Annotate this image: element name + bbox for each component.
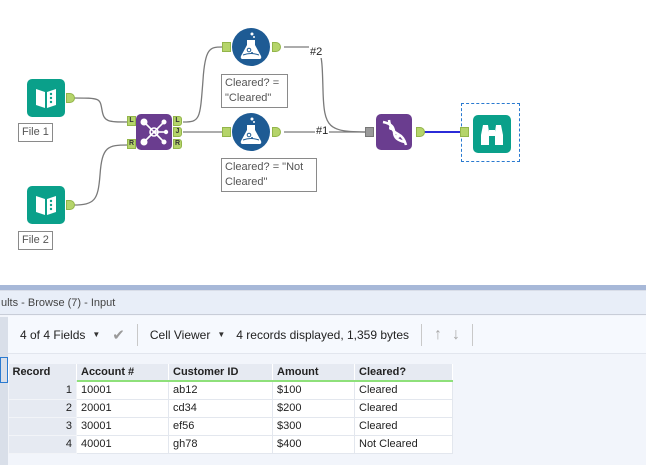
record-number: 4 (8, 434, 77, 454)
input-data-tool-2[interactable] (27, 186, 65, 224)
join-tool[interactable] (136, 114, 172, 150)
cell-cleared[interactable]: Cleared (354, 380, 453, 400)
cell-amount[interactable]: $100 (272, 380, 355, 400)
connection-wires (72, 46, 460, 206)
wire-order-label: #1 (315, 125, 330, 137)
join-output-anchor-join[interactable]: J (173, 127, 182, 137)
fields-dropdown[interactable]: 4 of 4 Fields ▼ (20, 328, 100, 342)
book-icon (36, 89, 56, 108)
toolbar-divider (136, 323, 138, 346)
toolbar-divider (421, 323, 423, 346)
flask-icon (240, 117, 262, 144)
arrow-down-icon[interactable]: ↓ (452, 325, 461, 343)
binoculars-icon (481, 125, 503, 145)
cell-cleared[interactable]: Cleared (354, 416, 453, 436)
input-data-tool-1[interactable] (27, 79, 65, 117)
join-output-anchor-left[interactable]: L (173, 116, 182, 126)
cell-account[interactable]: 40001 (76, 434, 169, 454)
fields-label: 4 of 4 Fields (20, 327, 86, 342)
input-anchor[interactable] (460, 127, 469, 137)
wire-input1-join (72, 97, 129, 123)
results-side-strip (0, 317, 8, 465)
wire-formula1-union (284, 46, 368, 133)
side-tab[interactable] (0, 357, 8, 383)
output-anchor[interactable] (272, 42, 281, 52)
results-toolbar: 4 of 4 Fields ▼ ✔ Cell Viewer ▼ 4 record… (8, 316, 646, 354)
column-header[interactable]: Account # (76, 364, 169, 382)
cell-cleared[interactable]: Not Cleared (354, 434, 453, 454)
column-header[interactable]: Record (8, 364, 77, 382)
cell-viewer-dropdown[interactable]: Cell Viewer ▼ (150, 328, 225, 342)
input-anchor[interactable] (222, 127, 231, 137)
cell-amount[interactable]: $300 (272, 416, 355, 436)
table-header-row: Record Account # Customer ID Amount Clea… (8, 364, 453, 382)
formula-tool-2[interactable] (232, 113, 270, 151)
cell-account[interactable]: 30001 (76, 416, 169, 436)
output-anchor[interactable] (66, 93, 75, 103)
table-row[interactable]: 3 30001 ef56 $300 Cleared (8, 416, 453, 436)
chevron-down-icon: ▼ (217, 330, 226, 339)
cell-customer-id[interactable]: ab12 (168, 380, 273, 400)
chevron-down-icon: ▼ (92, 330, 101, 339)
join-input-anchor-left[interactable]: L (127, 116, 136, 126)
checkmark-icon[interactable]: ✔ (112, 326, 125, 344)
book-icon (36, 196, 56, 215)
dna-icon (382, 119, 408, 146)
tool-label: File 1 (18, 123, 53, 142)
results-table: Record Account # Customer ID Amount Clea… (8, 364, 453, 454)
cell-account[interactable]: 10001 (76, 380, 169, 400)
toolbar-divider (472, 323, 474, 346)
cell-cleared[interactable]: Cleared (354, 398, 453, 418)
table-row[interactable]: 1 10001 ab12 $100 Cleared (8, 380, 453, 400)
record-number: 2 (8, 398, 77, 418)
results-panel: ults - Browse (7) - Input 4 of 4 Fields … (0, 285, 646, 465)
wire-join-formula1 (182, 46, 223, 123)
flask-icon (240, 32, 262, 59)
cell-amount[interactable]: $200 (272, 398, 355, 418)
input-anchor[interactable] (222, 42, 231, 52)
cell-account[interactable]: 20001 (76, 398, 169, 418)
arrow-up-icon[interactable]: ↑ (434, 325, 443, 343)
column-header[interactable]: Customer ID (168, 364, 273, 382)
wire-input2-join (72, 144, 129, 206)
wire-order-label: #2 (309, 46, 324, 58)
records-info: 4 records displayed, 1,359 bytes (236, 327, 410, 342)
cell-customer-id[interactable]: cd34 (168, 398, 273, 418)
multi-input-anchor[interactable] (365, 127, 374, 137)
table-row[interactable]: 4 40001 gh78 $400 Not Cleared (8, 434, 453, 454)
cell-viewer-label: Cell Viewer (149, 327, 211, 342)
formula-annotation: Cleared? = "Not Cleared" (221, 158, 317, 192)
browse-tool[interactable] (473, 115, 511, 153)
record-number: 1 (8, 380, 77, 400)
column-header[interactable]: Cleared? (354, 364, 453, 382)
join-output-anchor-right[interactable]: R (173, 139, 182, 149)
cell-customer-id[interactable]: ef56 (168, 416, 273, 436)
table-row[interactable]: 2 20001 cd34 $200 Cleared (8, 398, 453, 418)
results-title: ults - Browse (7) - Input (0, 291, 646, 315)
output-anchor[interactable] (416, 127, 425, 137)
panel-header-bar (0, 285, 646, 291)
column-header[interactable]: Amount (272, 364, 355, 382)
cell-customer-id[interactable]: gh78 (168, 434, 273, 454)
formula-annotation: Cleared? = "Cleared" (221, 74, 288, 108)
record-number: 3 (8, 416, 77, 436)
formula-tool-1[interactable] (232, 28, 270, 66)
cell-amount[interactable]: $400 (272, 434, 355, 454)
tool-label: File 2 (18, 231, 53, 250)
union-tool[interactable] (376, 114, 412, 150)
join-input-anchor-right[interactable]: R (127, 139, 136, 149)
output-anchor[interactable] (272, 127, 281, 137)
output-anchor[interactable] (66, 200, 75, 210)
workflow-canvas[interactable]: File 1 File 2 L R L J R Cleared? = "Clea… (0, 0, 646, 285)
join-network-icon (140, 118, 169, 146)
